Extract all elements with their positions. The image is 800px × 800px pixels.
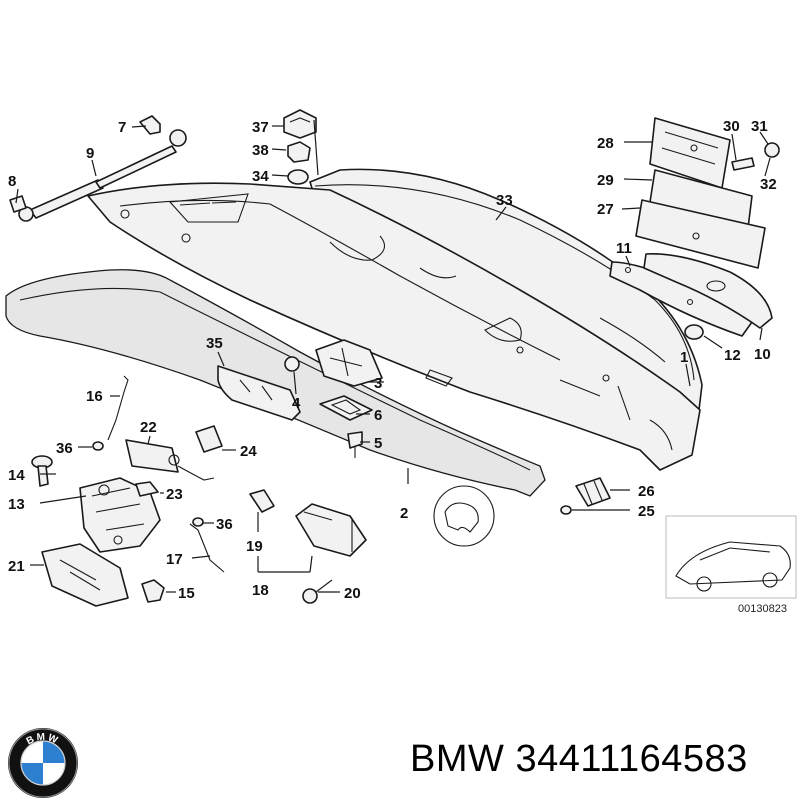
callout-36-lower: 36 [216,516,233,533]
gas-strut [18,129,187,222]
callout-11: 11 [616,240,632,257]
callout-16: 16 [86,388,103,405]
actuator-18 [295,503,367,557]
bmw-logo: BMW [8,728,78,798]
callout-9: 9 [86,145,94,162]
bolt-23 [135,481,159,497]
callout-18: 18 [252,582,269,599]
bolt-14 [31,455,53,487]
part-number: 34411164583 [515,738,748,780]
callout-26: 26 [638,483,655,500]
rod-16 [107,375,129,441]
vehicle-thumbnail [665,515,797,599]
callout-22: 22 [140,419,157,436]
callout-8: 8 [8,173,16,190]
callout-33: 33 [496,192,513,209]
leader-lines [15,119,771,593]
bolt-5 [347,431,363,458]
brand-name: BMW [410,738,505,780]
callout-32: 32 [760,176,777,193]
cap-12 [684,324,704,340]
buffer-34 [287,169,309,185]
nut-38 [287,141,311,163]
screw-20 [302,579,333,604]
callout-36-upper: 36 [56,440,73,457]
ball-stud-7 [139,115,161,135]
handle-trim-10 [643,253,773,329]
screw-30 [731,157,755,171]
callout-10: 10 [754,346,771,363]
callout-27: 27 [597,201,614,218]
hinge-bracket-35 [217,365,301,421]
callout-23: 23 [166,486,183,503]
callout-38: 38 [252,142,269,159]
clip-37 [283,109,317,139]
callout-29: 29 [597,172,614,189]
callout-34: 34 [252,168,269,185]
callout-20: 20 [344,585,361,602]
diagram-reference-code: 00130823 [738,603,787,615]
callout-28: 28 [597,135,614,152]
ball-stud-8 [9,195,27,213]
switch-19 [249,489,275,513]
cover-21 [41,543,129,607]
bulb-24 [195,425,223,453]
callout-25: 25 [638,503,655,520]
trunk-seal [5,269,546,497]
callout-6: 6 [374,407,382,424]
callout-5: 5 [374,435,382,452]
callout-3: 3 [374,375,382,392]
motor-22 [125,439,180,473]
seal-cross-section-detail [433,485,495,547]
callout-31: 31 [751,118,768,135]
striker-3 [315,339,383,387]
grommet-31 [764,142,780,158]
rod-17 [189,523,225,573]
callout-19: 19 [246,538,263,555]
callout-2: 2 [400,505,408,522]
callout-21: 21 [8,558,25,575]
screw-4 [284,356,300,372]
svg-text:BMW: BMW [25,732,61,748]
callout-15: 15 [178,585,195,602]
callout-14: 14 [8,467,25,484]
clip-36-upper [92,441,104,451]
callout-35: 35 [206,335,223,352]
callout-12: 12 [724,347,741,364]
callout-4: 4 [292,395,301,412]
nut-15 [141,579,165,603]
plate-base-27 [635,199,766,269]
callout-24: 24 [240,443,257,460]
callout-numbers: 7 9 8 37 38 34 33 28 30 31 32 29 27 11 1… [8,118,777,602]
callout-17: 17 [166,551,183,568]
ring-25 [560,505,572,515]
callout-1: 1 [680,349,688,366]
wire-harness [177,465,215,481]
trunk-lid-inner-frame [87,182,701,471]
callout-7: 7 [118,119,126,136]
callout-13: 13 [8,496,25,513]
clip-36-lower [192,517,204,527]
buffer-26 [575,477,611,507]
callout-30: 30 [723,118,740,135]
brand-part-number: BMW 34411164583 [410,738,748,781]
callout-37: 37 [252,119,269,136]
